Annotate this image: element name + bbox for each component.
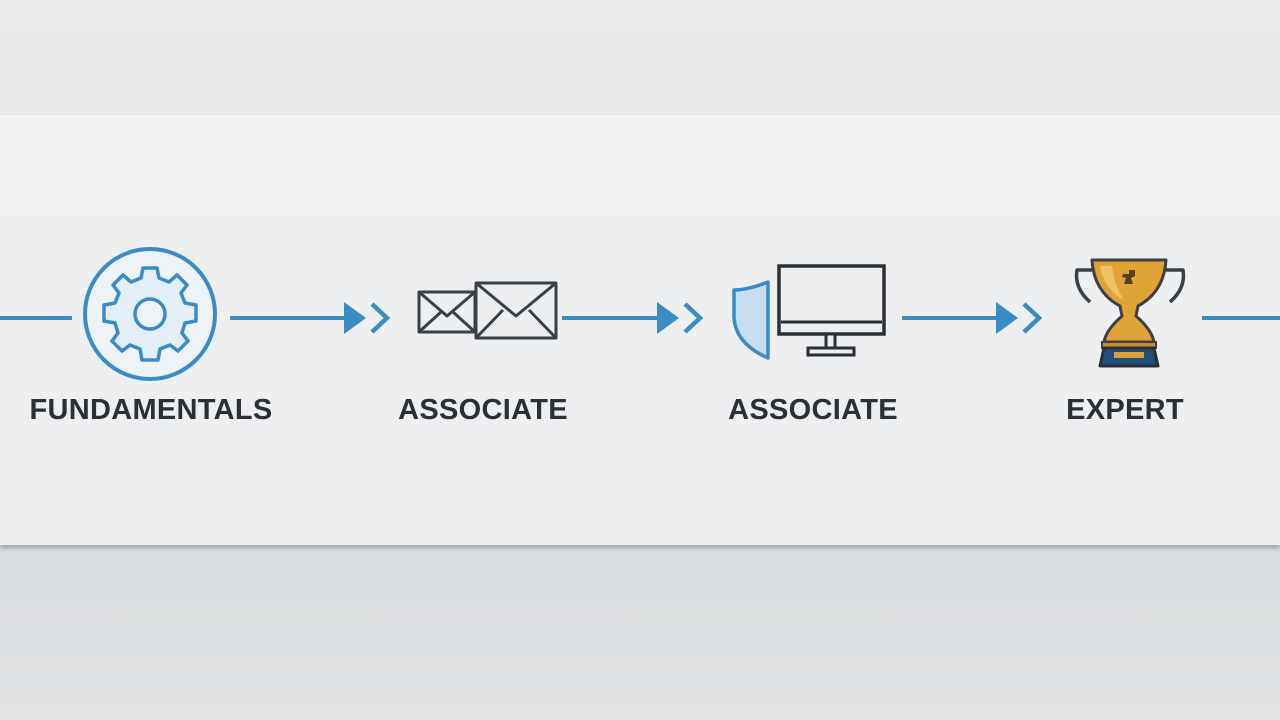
stage-label-associate-2: ASSOCIATE [728,394,898,426]
stage-label-associate-1: ASSOCIATE [398,394,568,426]
connector-arrow-1 [230,302,391,334]
shield-monitor-icon [732,264,886,360]
envelopes-icon [417,281,558,340]
connector-arrow-2 [562,302,704,334]
trophy-icon [1074,258,1186,368]
lower-background-band [0,546,1280,720]
connector-arrow-3 [902,302,1043,334]
stage-label-fundamentals: FUNDAMENTALS [29,394,273,426]
stage-label-expert: EXPERT [1066,394,1184,426]
gear-icon [83,247,217,381]
